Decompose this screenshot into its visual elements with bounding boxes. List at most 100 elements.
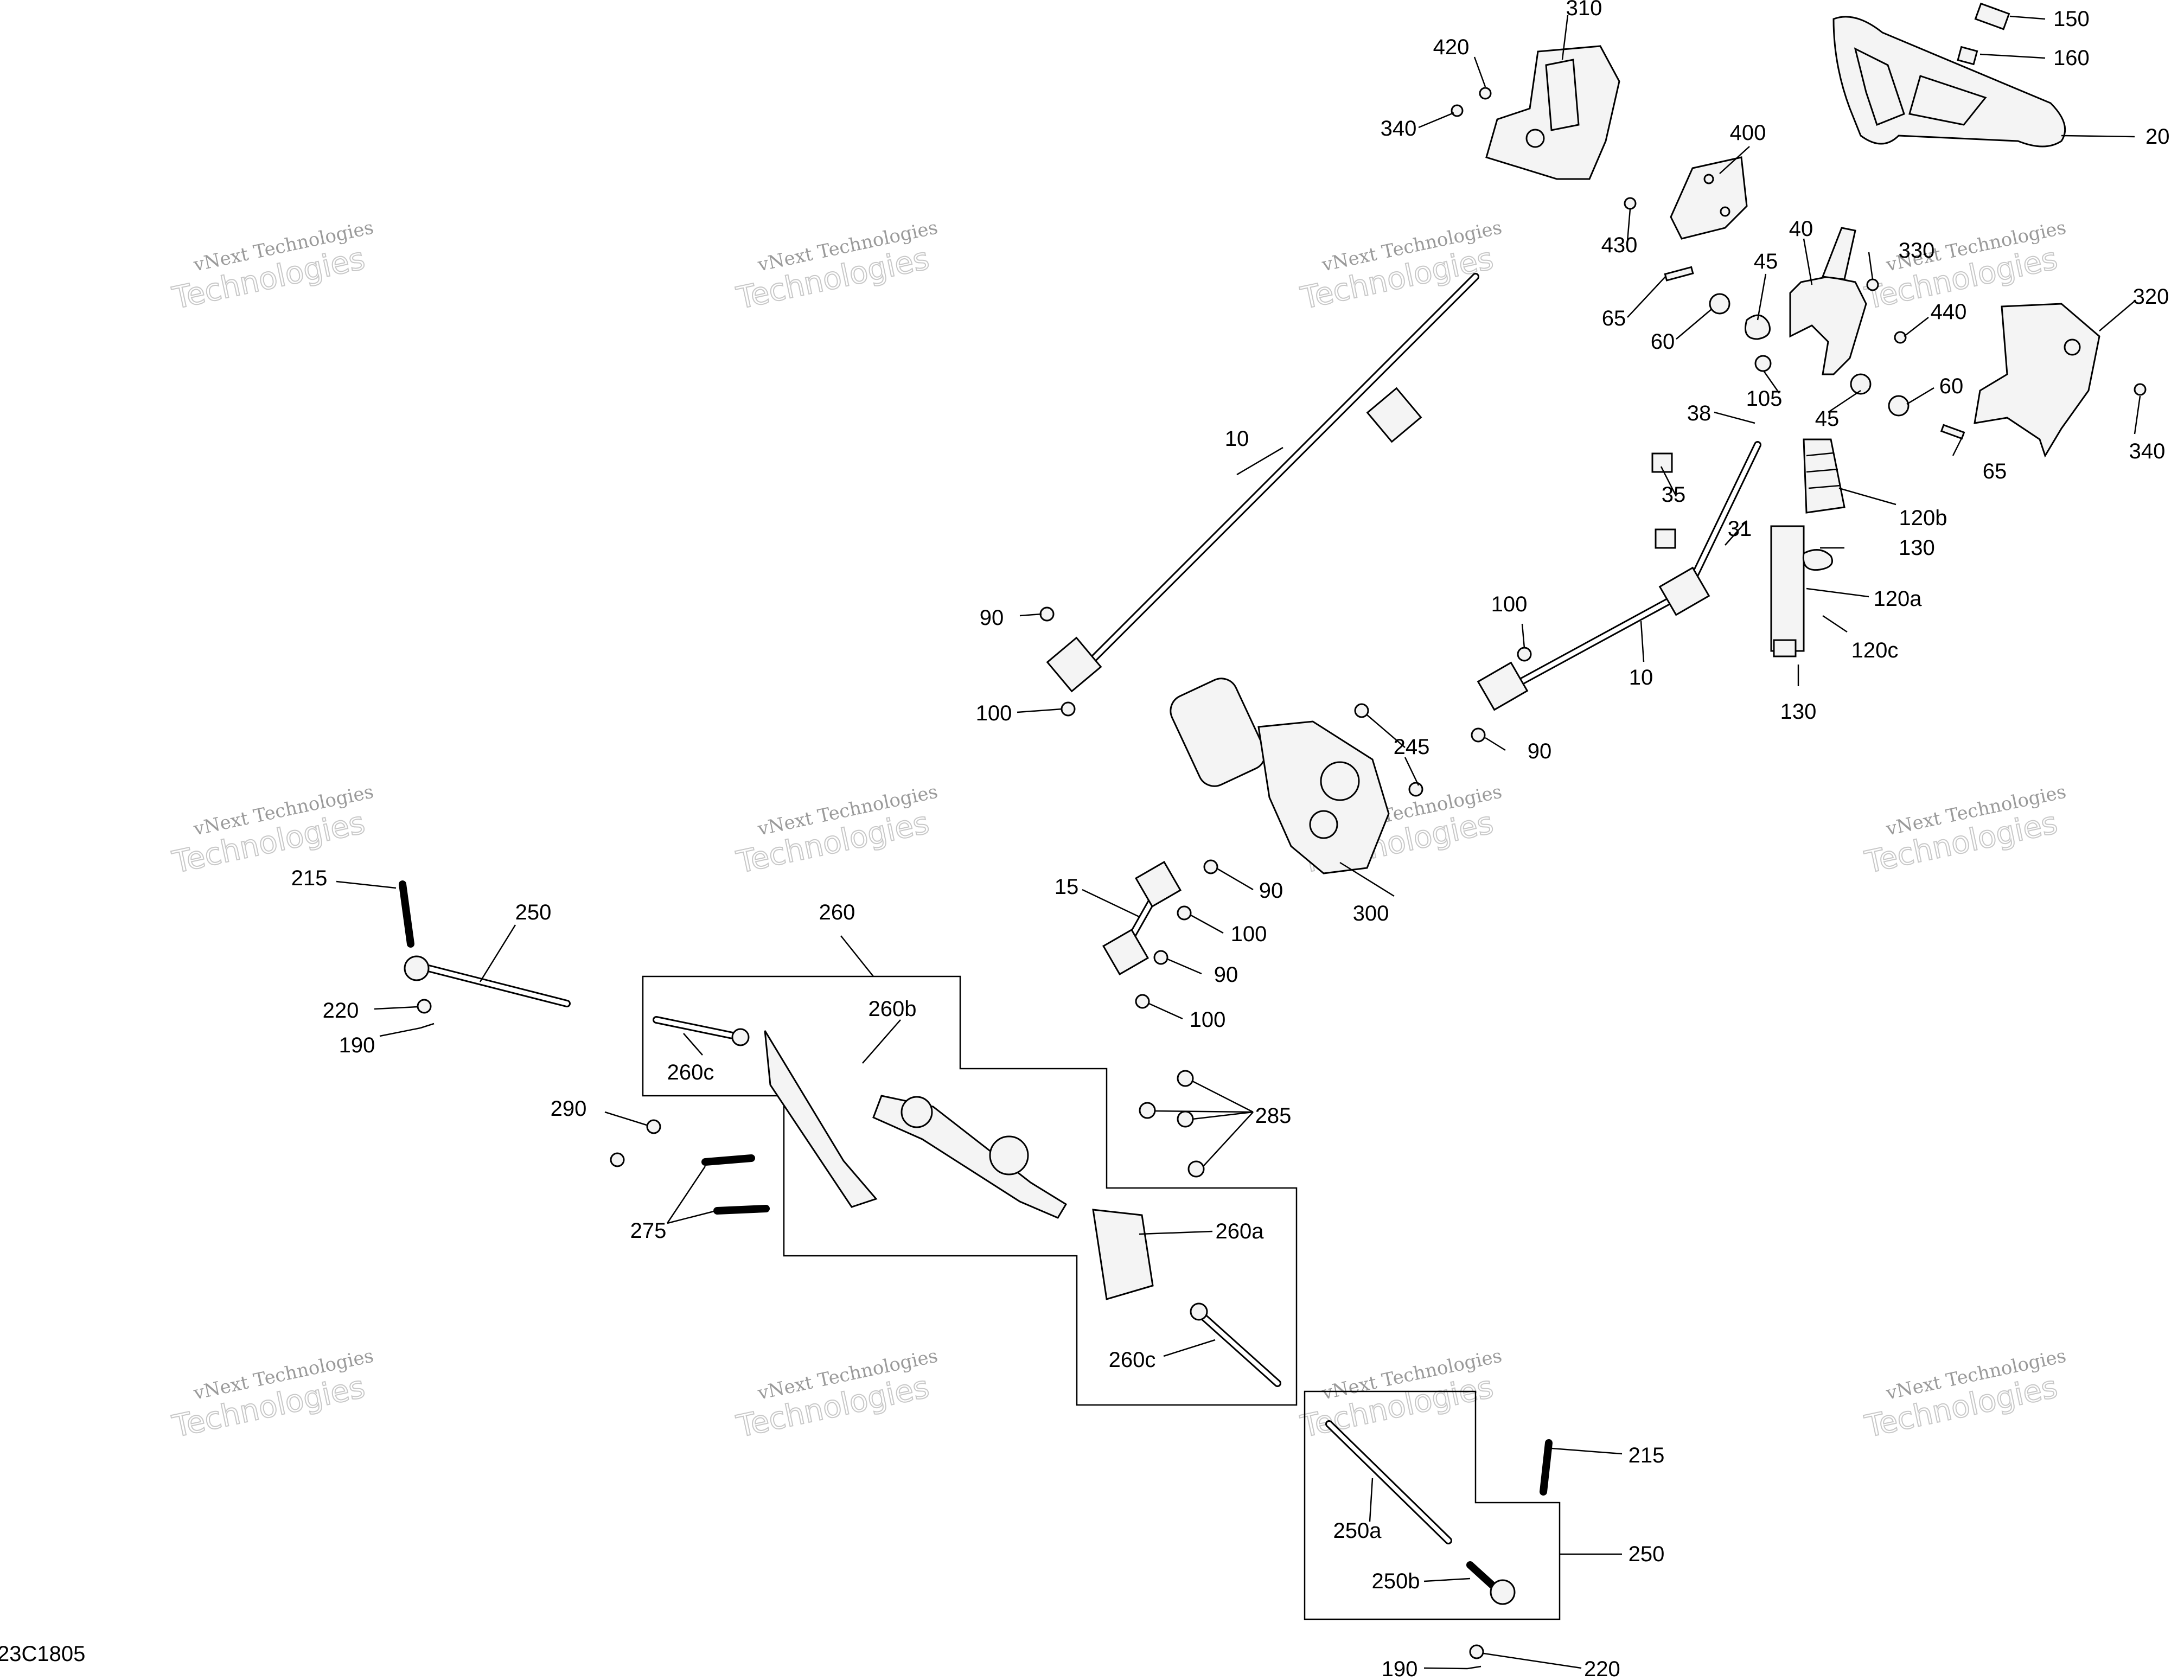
callout-40: 40: [1789, 217, 1813, 241]
callout-215: 215: [291, 866, 328, 890]
callout-100: 100: [976, 701, 1012, 725]
bolt-90a: [1039, 606, 1055, 622]
callout-290: 290: [551, 1097, 587, 1121]
nut-100d: [1135, 994, 1150, 1009]
callout-220: 220: [1584, 1657, 1620, 1680]
callout-35: 35: [1662, 483, 1686, 507]
callout-38: 38: [1687, 401, 1712, 425]
plate-400: [1670, 156, 1748, 240]
watermark: vNext Technologies Technologies: [169, 1345, 375, 1445]
bolt-245b: [1408, 782, 1423, 797]
bushing-285c: [1177, 1110, 1194, 1128]
callout-10: 10: [1225, 427, 1249, 451]
callout-100: 100: [1231, 922, 1267, 946]
bushing-285b: [1139, 1102, 1156, 1119]
callout-100: 100: [1491, 592, 1528, 616]
callout-260c: 260c: [1109, 1348, 1156, 1372]
bolt-90c: [1203, 859, 1218, 874]
callout-labels: 310 420 340 150 160 20 400 430 40 330 45…: [291, 0, 2170, 1680]
callout-60: 60: [1939, 374, 1964, 398]
column-120a: [1770, 525, 1805, 657]
screw-340b: [2134, 383, 2147, 396]
tie-rod-250b: [1325, 1420, 1553, 1605]
bushing-35a: [1651, 452, 1673, 473]
callout-190: 190: [339, 1033, 375, 1057]
callout-65: 65: [1983, 459, 2007, 483]
callout-285: 285: [1255, 1104, 1292, 1128]
watermark: vNext Technologies Technologies: [1861, 1345, 2068, 1445]
callout-31: 31: [1728, 517, 1752, 541]
callout-340: 340: [1381, 117, 1417, 140]
callout-420: 420: [1433, 35, 1470, 59]
pin-190a: [420, 1023, 435, 1029]
bolt-275b: [713, 1205, 770, 1215]
callout-260c: 260c: [667, 1061, 714, 1084]
watermark: vNext Technologies Technologies: [733, 216, 940, 317]
clamp-120c: [1802, 549, 1833, 571]
pin-190b: [1467, 1665, 1481, 1670]
steering-wheel-20: [1832, 16, 2066, 148]
bushing-285a: [1177, 1070, 1194, 1087]
cap-150: [1974, 2, 2010, 30]
nut-220a: [417, 999, 432, 1014]
bracket-320: [1974, 303, 2100, 458]
bushing-60a: [1709, 293, 1730, 315]
callout-400: 400: [1730, 121, 1766, 145]
cap-160: [1957, 46, 1978, 66]
callout-320: 320: [2133, 285, 2169, 309]
watermark: vNext Technologies Technologies: [1861, 781, 2068, 881]
watermark: vNext Technologies Technologies: [169, 216, 375, 317]
u-joint-shaft-15: [1102, 860, 1182, 976]
bolt-65b: [1940, 424, 1965, 440]
tie-rod-kit-250-frame: [1304, 1390, 1561, 1620]
callout-90: 90: [980, 606, 1004, 630]
callout-90: 90: [1528, 739, 1552, 763]
screw-430: [1624, 197, 1637, 210]
watermark: vNext Technologies Technologies: [1297, 1345, 1504, 1445]
bolt-65a: [1664, 266, 1694, 282]
diagram-code: 23C1805: [0, 1642, 85, 1666]
steering-rack-260: [653, 1016, 1281, 1387]
screw-330: [1866, 278, 1879, 291]
callout-100: 100: [1190, 1008, 1226, 1032]
callout-250: 250: [1629, 1542, 1665, 1566]
callout-340: 340: [2129, 439, 2166, 463]
watermark: vNext Technologies Technologies: [733, 1345, 940, 1445]
bushing-285d: [1187, 1160, 1205, 1178]
steering-shaft-10b: [1477, 441, 1761, 711]
callout-45: 45: [1754, 250, 1778, 273]
callout-15: 15: [1055, 875, 1079, 899]
callout-330: 330: [1899, 239, 1935, 263]
callout-90: 90: [1214, 963, 1238, 987]
column-support-40: [1789, 227, 1867, 375]
callout-105: 105: [1746, 387, 1783, 411]
watermark: vNext Technologies Technologies: [733, 781, 940, 881]
callout-150: 150: [2053, 7, 2090, 31]
callout-45: 45: [1815, 407, 1840, 431]
screw-420: [1479, 87, 1492, 100]
callout-220: 220: [323, 999, 359, 1023]
callout-275: 275: [630, 1219, 667, 1243]
bolt-90d: [1153, 950, 1168, 965]
eps-motor-300: [1170, 678, 1390, 874]
callout-160: 160: [2053, 46, 2090, 70]
bushing-35b: [1655, 528, 1676, 549]
callout-430: 430: [1601, 233, 1638, 257]
bushing-60b: [1888, 395, 1910, 417]
callout-120b: 120b: [1899, 506, 1947, 530]
nut-100a: [1061, 701, 1076, 717]
callout-260: 260: [819, 900, 855, 924]
bolt-90b: [1471, 727, 1486, 743]
callout-250b: 250b: [1372, 1569, 1420, 1593]
callout-130: 130: [1899, 536, 1935, 560]
callout-310: 310: [1566, 0, 1602, 20]
callout-10: 10: [1629, 666, 1653, 689]
callout-130: 130: [1780, 700, 1817, 724]
screw-340a: [1451, 104, 1464, 117]
callout-260b: 260b: [869, 997, 917, 1021]
watermark: vNext Technologies Technologies: [1297, 216, 1504, 317]
nut-100b: [1517, 647, 1532, 662]
callout-215: 215: [1629, 1443, 1665, 1467]
leader-lines: [336, 15, 2141, 1670]
